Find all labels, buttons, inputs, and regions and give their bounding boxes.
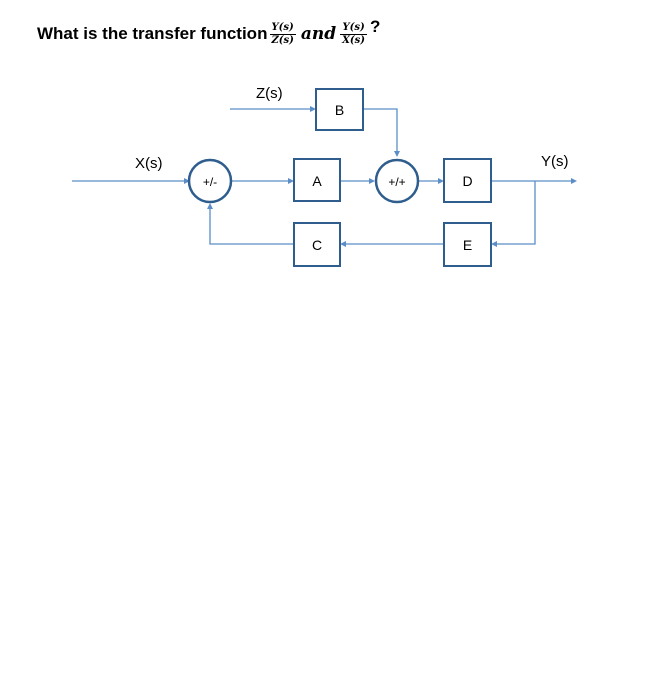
summing-junction-2-circle (374, 158, 420, 204)
block-b-box (315, 88, 364, 131)
arrowhead (369, 178, 375, 184)
summing-junction-2: +/+ (374, 158, 420, 204)
question-prefix: What is the transfer function (37, 24, 268, 43)
c-to-sum1-line (209, 207, 294, 245)
arrowhead (288, 178, 294, 184)
arrowhead (394, 151, 400, 157)
arrowhead (491, 241, 497, 247)
block-c-box (293, 222, 341, 267)
block-d-label: D (462, 173, 472, 189)
summing-junction-1: +/- (187, 158, 233, 204)
question-mark: ? (370, 17, 381, 36)
summing-junction-1-circle (187, 158, 233, 204)
block-b: B (315, 88, 364, 131)
block-b-label: B (335, 102, 344, 118)
block-e-label: E (463, 237, 472, 253)
fraction-numerator: Y(s) (269, 21, 296, 35)
arrowhead (438, 178, 444, 184)
signal-label-y: Y(s) (541, 153, 569, 170)
output-to-e-line (495, 181, 536, 245)
arrowhead (207, 203, 213, 209)
signal-label-z: Z(s) (256, 85, 283, 102)
arrowhead (571, 178, 577, 184)
b-to-sum2-line (363, 108, 398, 153)
arrowhead (184, 178, 190, 184)
fraction-denominator: Z(s) (271, 34, 294, 46)
block-a-label: A (312, 173, 322, 189)
signal-label-x: X(s) (135, 155, 163, 172)
summing-junction-1-label: +/- (203, 175, 217, 189)
fraction-denominator: X(s) (342, 34, 365, 46)
block-a-box (293, 158, 341, 202)
fraction-numerator: Y(s) (340, 21, 367, 35)
arrowhead (310, 106, 316, 112)
summing-junction-2-label: +/+ (388, 175, 405, 189)
conjunction: and (300, 24, 337, 44)
block-e: E (443, 222, 492, 267)
arrowhead (340, 241, 346, 247)
block-d-box (443, 158, 492, 203)
fraction-y-over-x: Y(s) X(s) (340, 22, 367, 47)
question: What is the transfer function Y(s) Z(s) … (37, 14, 380, 54)
block-a: A (293, 158, 341, 202)
block-c: C (293, 222, 341, 267)
block-d: D (443, 158, 492, 203)
block-c-label: C (312, 237, 322, 253)
block-e-box (443, 222, 492, 267)
fraction-y-over-z: Y(s) Z(s) (269, 21, 296, 47)
